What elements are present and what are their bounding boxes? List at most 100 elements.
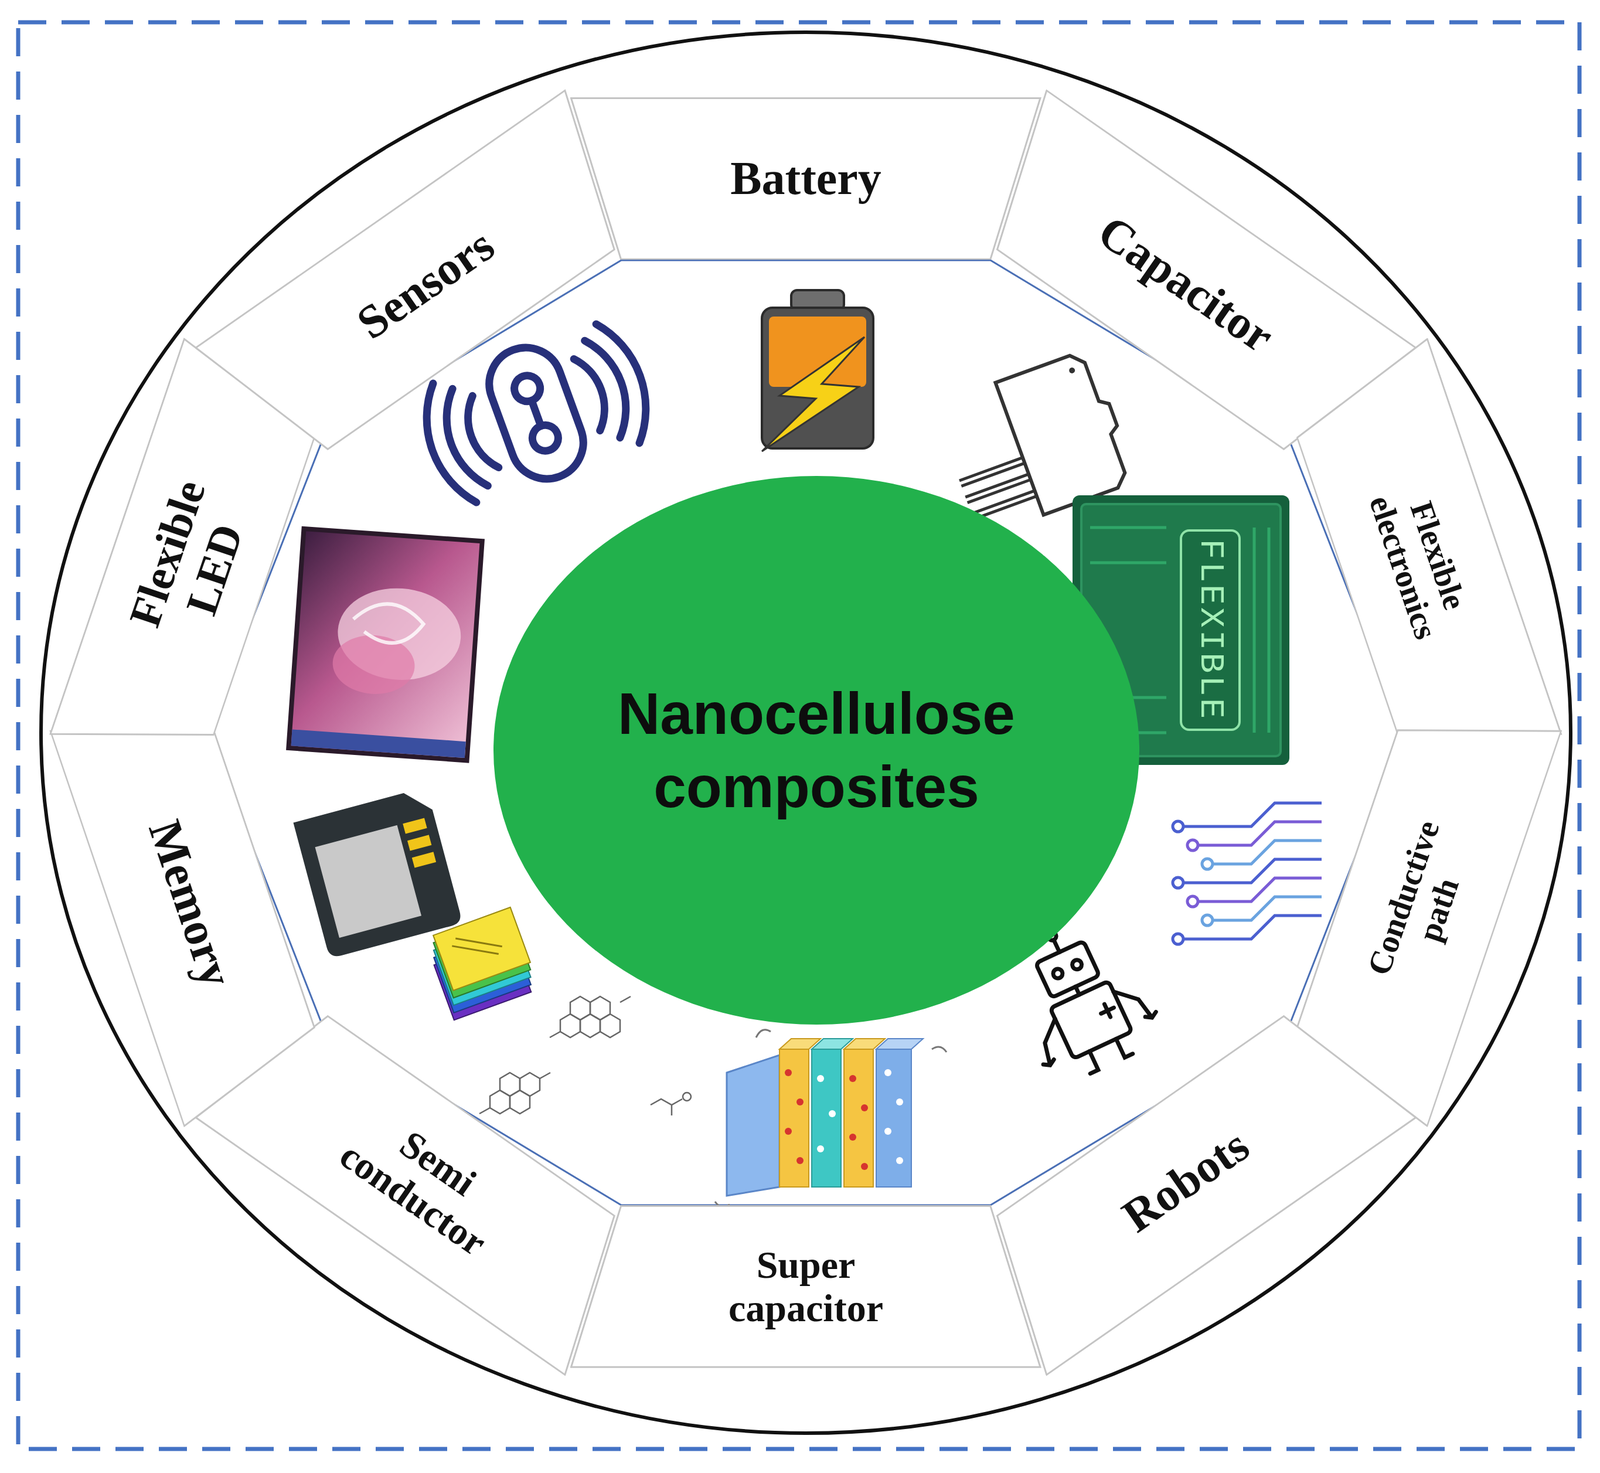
molecule-drawing	[479, 996, 691, 1116]
supercapacitor-icon-part-part	[860, 1162, 868, 1170]
molecule-drawing-part-part	[580, 1013, 601, 1038]
robot-icon-part	[1027, 1018, 1072, 1068]
supercapacitor-icon-part	[726, 1054, 780, 1196]
molecule-drawing-part-part	[682, 1092, 691, 1101]
circuit-icon-part	[1172, 933, 1184, 945]
memory-card-part	[293, 787, 463, 959]
capacitor-icon-part-part	[961, 463, 1025, 486]
supercapacitor-icon-part	[876, 1049, 912, 1187]
sensor-icon-part	[531, 400, 541, 426]
segment-label: Battery	[730, 152, 882, 206]
molecule-drawing-part-part	[489, 1090, 510, 1114]
segment-box: Memory	[49, 680, 333, 1128]
molecule-drawing-part-part	[600, 1013, 621, 1038]
circuit-icon-part	[1187, 896, 1198, 907]
segment-outline	[50, 681, 332, 1127]
molecule-drawing-part-part	[509, 1090, 530, 1114]
robot-icon-part	[1113, 978, 1158, 1028]
center-circle: Nanocellulose composites	[492, 474, 1141, 1026]
supercapacitor-icon-part-part	[849, 1133, 857, 1141]
supercapacitor-icon-part-part	[849, 1074, 857, 1082]
robot-icon-part	[1081, 1035, 1133, 1074]
segment-box: Battery	[570, 97, 1041, 261]
supercapacitor-icon-part-part	[816, 1074, 825, 1082]
supercapacitor-icon-part	[715, 1029, 947, 1207]
circuit-icon	[1172, 802, 1322, 945]
supercapacitor-icon-part-part	[884, 1069, 892, 1077]
supercapacitor-icon-part-part	[796, 1156, 804, 1164]
molecule-drawing-part	[479, 1072, 551, 1114]
supercapacitor-icon-part-part	[860, 1104, 868, 1112]
memory-card-part	[402, 817, 427, 834]
supercapacitor-icon-part	[876, 1038, 924, 1050]
led-picture-part	[351, 601, 425, 645]
supercapacitor-icon-part	[843, 1049, 874, 1187]
battery-icon	[761, 290, 874, 452]
molecule-drawing-part-part	[560, 1013, 581, 1038]
dashed-frame	[18, 22, 1580, 1449]
supercapacitor-icon-part-part	[784, 1069, 792, 1077]
molecule-drawing-part	[549, 996, 631, 1038]
robot-icon-part	[1098, 1001, 1118, 1020]
capacitor-icon-part-part	[959, 457, 1023, 481]
supercapacitor-icon-part-part	[896, 1098, 904, 1106]
supercapacitor-icon-part-part	[884, 1127, 892, 1135]
supercapacitor-icon-part-part	[784, 1127, 792, 1135]
supercapacitor-icon-part-part	[828, 1110, 836, 1118]
circuit-icon-part	[1187, 839, 1198, 851]
circuit-icon-part	[1183, 915, 1322, 939]
battery-icon-part	[761, 336, 865, 452]
molecule-drawing-part-part	[549, 996, 631, 1038]
robot-icon-part	[1051, 967, 1064, 980]
supercapacitor-icon-part	[779, 1049, 809, 1187]
capacitor-icon-part-part	[965, 474, 1029, 497]
supercapacitor-icon-part	[784, 1069, 868, 1170]
supercapacitor-icon-part-part	[896, 1156, 904, 1164]
led-picture	[288, 528, 482, 761]
segment-outline	[571, 1206, 1041, 1368]
sensor-icon-part	[510, 372, 544, 405]
memory-card-part	[315, 825, 422, 938]
memory-card-part	[407, 834, 432, 851]
segment-box: Flexible electronics	[1279, 338, 1563, 786]
led-picture-part	[288, 528, 482, 761]
capacitor-icon-part-part	[967, 479, 1031, 503]
segment-outline	[1280, 338, 1562, 784]
semiconductor-stack-part	[450, 924, 505, 968]
outer-ring	[41, 32, 1571, 1433]
robot-icon-part	[1053, 940, 1060, 952]
circle-fill	[493, 475, 1140, 1025]
supercapacitor-icon-part	[816, 1069, 904, 1164]
board-text: FLEXIBLE	[1189, 539, 1231, 721]
capacitor-icon-part-part	[971, 490, 1035, 514]
supercapacitor-icon-part-part	[816, 1145, 825, 1153]
segment-label: Super capacitor	[706, 1243, 906, 1330]
led-picture-part	[291, 729, 466, 758]
supercapacitor-icon-part	[811, 1049, 842, 1187]
molecule-drawing-part-part	[479, 1072, 551, 1114]
circuit-icon-part	[1172, 877, 1184, 888]
capacitor-icon-part	[995, 348, 1137, 516]
flexible-board-part	[1180, 530, 1240, 730]
capacitor-icon-part	[1068, 366, 1077, 375]
memory-card-part	[412, 851, 437, 868]
sensor-icon-part	[584, 334, 639, 438]
sensor-icon-part	[433, 388, 488, 493]
segment-box: Sensors	[194, 89, 657, 480]
circuit-icon-part	[1172, 821, 1184, 832]
sensor-icon-part	[528, 421, 562, 455]
robot-icon-part	[1070, 958, 1084, 971]
segment-outline	[195, 90, 656, 479]
sensor-icon-part	[410, 383, 477, 511]
supercapacitor-icon-part-part	[796, 1098, 804, 1106]
supercapacitor-icon	[715, 1029, 947, 1207]
molecule-drawing-part	[650, 1092, 691, 1116]
segment-box: Super capacitor	[570, 1204, 1041, 1368]
molecule-drawing-part-part	[650, 1098, 683, 1116]
sensor-icon-part	[596, 315, 662, 444]
circuit-icon-part	[1202, 914, 1213, 926]
circuit-icon-part	[1202, 858, 1213, 870]
segment-outline	[571, 97, 1041, 260]
